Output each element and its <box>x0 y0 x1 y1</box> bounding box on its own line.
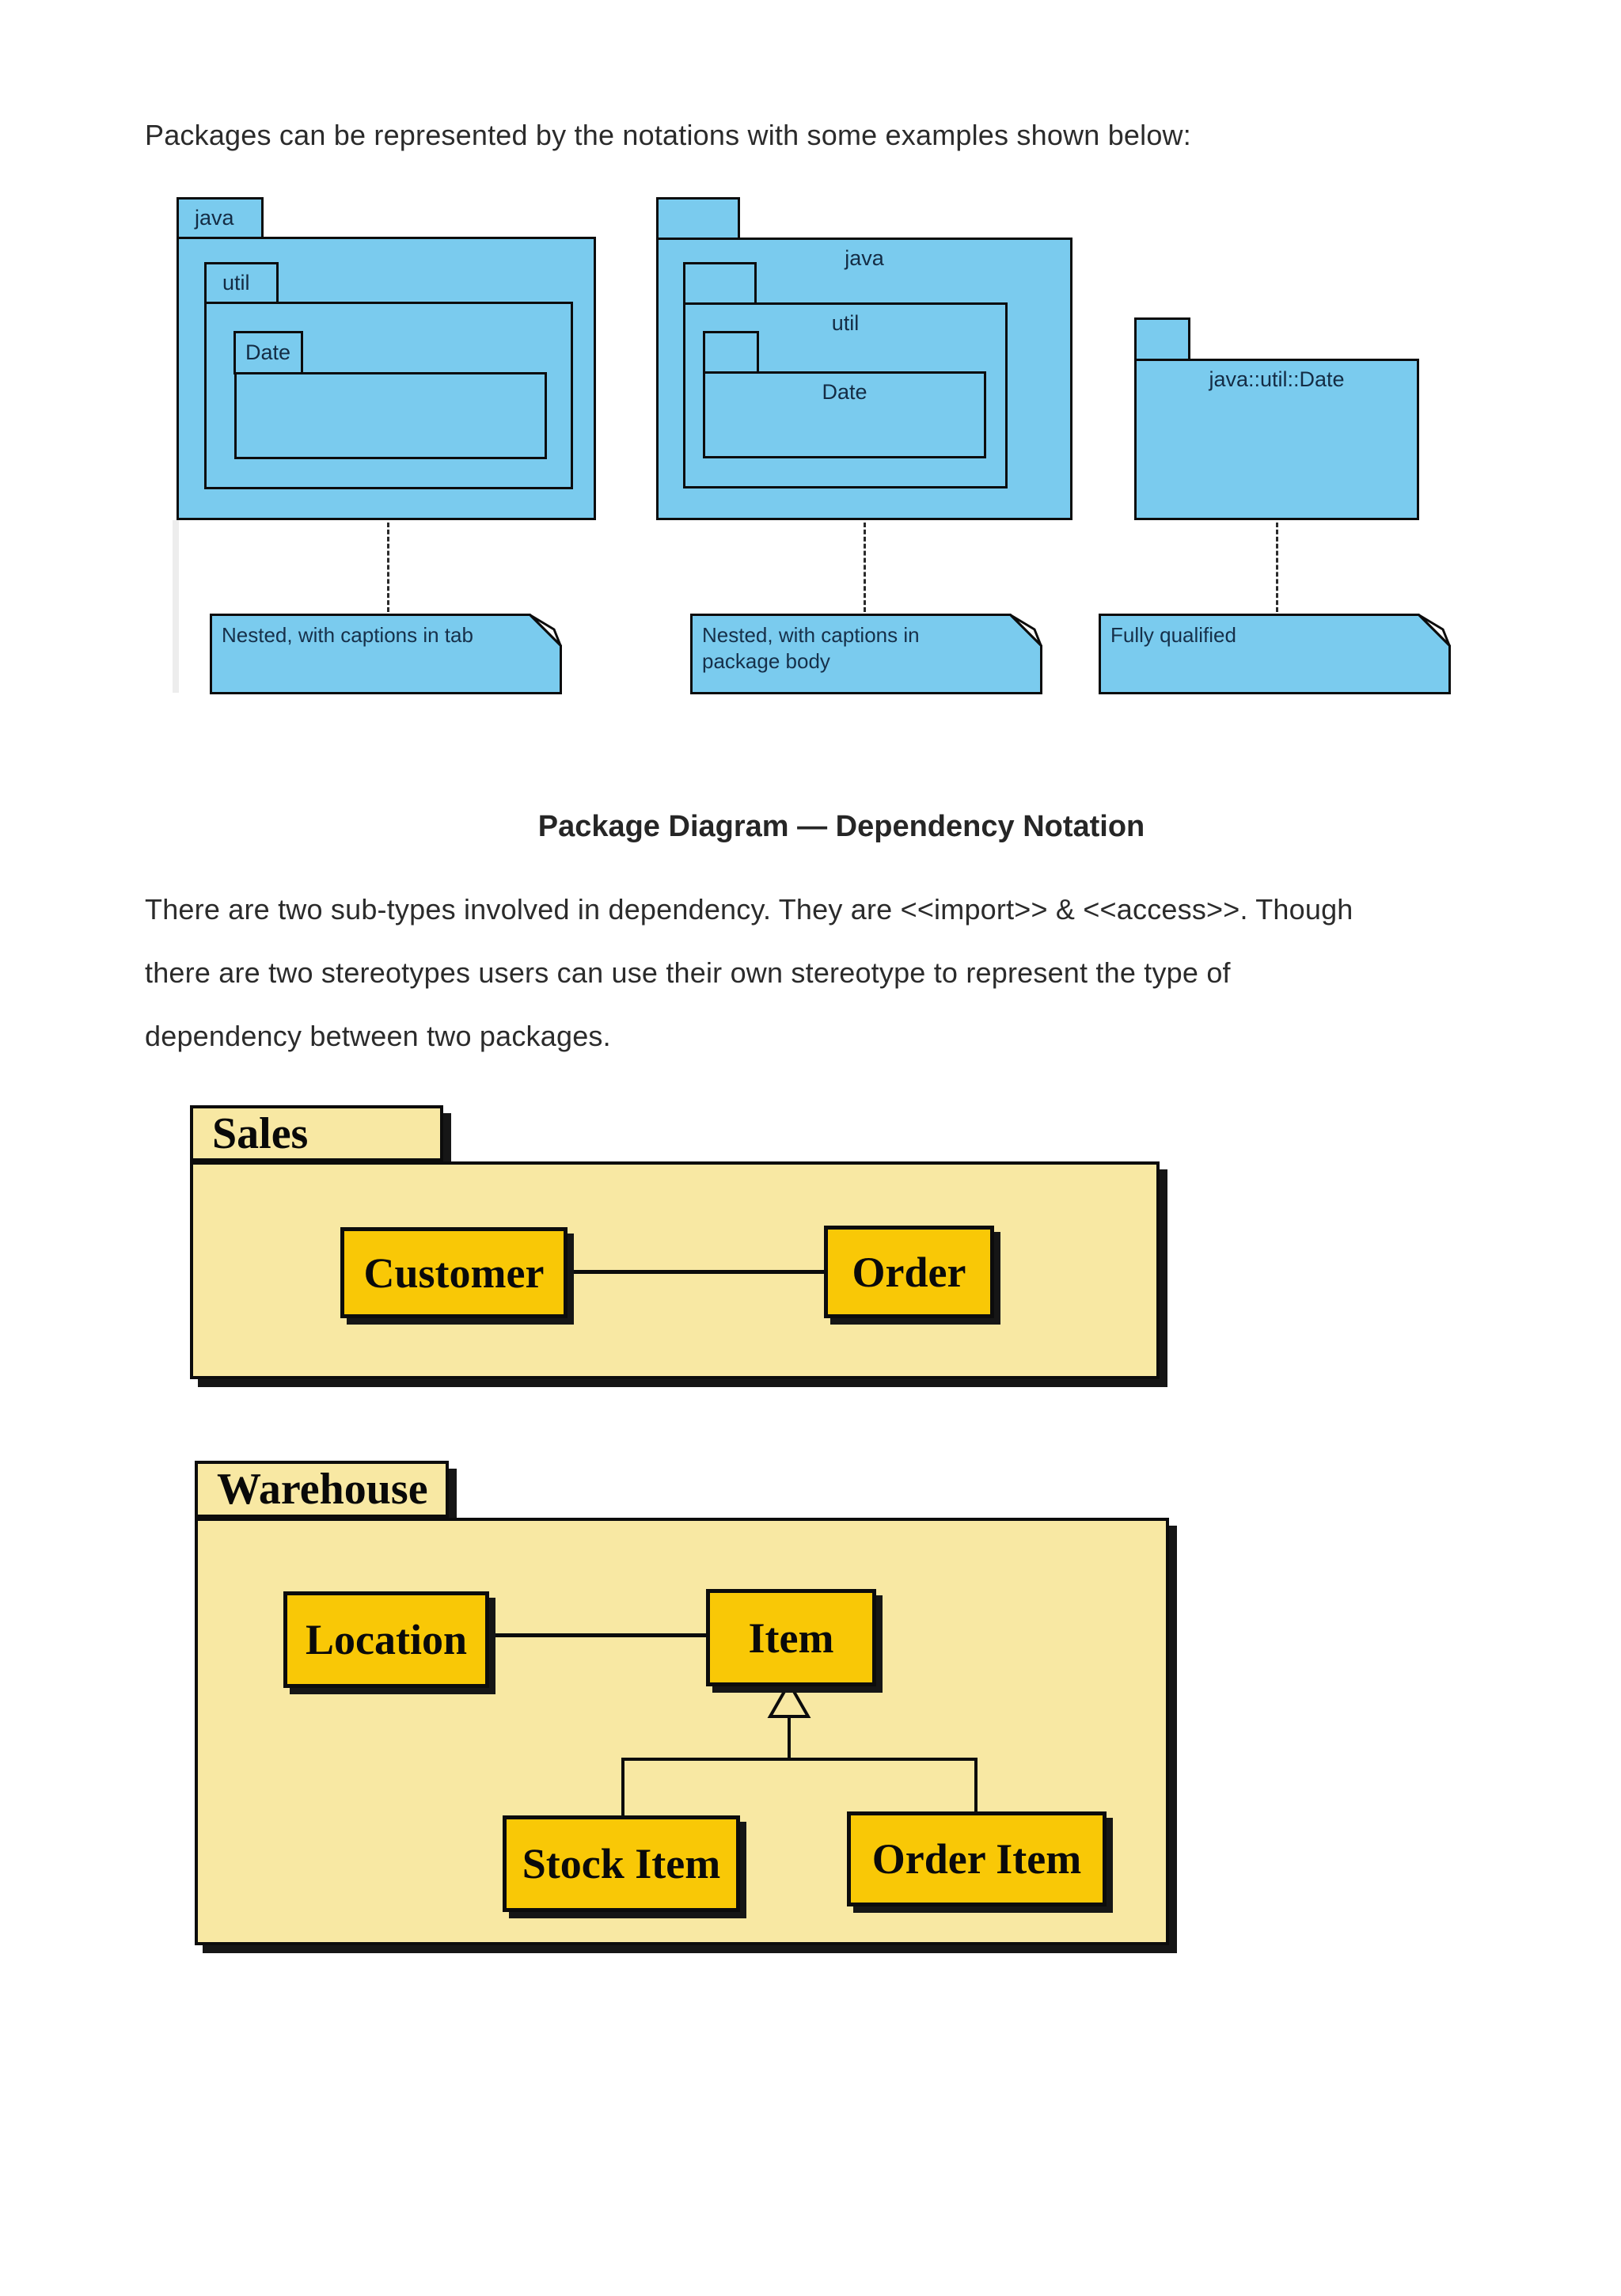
class-tab-date: Date <box>233 331 303 374</box>
class-caption-date: Date <box>822 380 867 404</box>
section-heading: Package Diagram — Dependency Notation <box>537 810 1145 843</box>
class-location: Location <box>283 1591 489 1688</box>
note-line-2: package body <box>702 649 830 673</box>
warehouse-package-tab-label: Warehouse <box>217 1465 428 1514</box>
screenshot-edge-strip <box>173 520 179 693</box>
note-line-1: Nested, with captions in <box>702 623 920 647</box>
package-tab-empty-qualified <box>1134 317 1190 361</box>
note-text: Nested, with captions in tab <box>222 623 473 647</box>
note-text: Nested, with captions in package body <box>693 616 1040 681</box>
class-item-label: Item <box>748 1614 834 1662</box>
class-order-label: Order <box>852 1248 966 1296</box>
package-tab-empty-middle <box>683 262 757 305</box>
order-item-branch-line <box>974 1758 978 1813</box>
note-anchor-line-2 <box>864 523 866 612</box>
package-caption-util: util <box>831 311 860 335</box>
note-fold-corner <box>529 614 562 647</box>
generalization-crossbar <box>621 1758 978 1761</box>
paragraph-line-1: There are two sub-types involved in depe… <box>145 893 1353 926</box>
package-caption-java: java <box>845 246 884 270</box>
location-item-association-line <box>487 1633 708 1637</box>
customer-order-association-line <box>566 1270 827 1274</box>
uml-note-captions-in-body: Nested, with captions in package body <box>690 614 1042 694</box>
class-item: Item <box>706 1589 876 1686</box>
uml-note-fully-qualified: Fully qualified <box>1099 614 1451 694</box>
note-fold-corner <box>1009 614 1042 647</box>
class-order-item: Order Item <box>847 1811 1107 1906</box>
package-tab-java: java <box>177 197 264 239</box>
package-tab-util-label: util <box>222 271 250 295</box>
generalization-stem <box>788 1715 791 1761</box>
class-location-label: Location <box>305 1616 467 1663</box>
note-text: Fully qualified <box>1110 623 1236 647</box>
stock-item-branch-line <box>621 1758 624 1817</box>
generalization-triangle-icon <box>767 1680 811 1718</box>
class-body-date-labeled: Date <box>703 371 986 458</box>
paragraph-line-3: dependency between two packages. <box>145 1020 611 1052</box>
class-order-item-label: Order Item <box>871 1835 1082 1883</box>
intro-text: Packages can be represented by the notat… <box>145 119 1191 151</box>
class-body-date <box>234 372 547 459</box>
package-tab-java-label: java <box>195 206 234 230</box>
uml-note-captions-in-tab: Nested, with captions in tab <box>210 614 562 694</box>
class-order: Order <box>824 1226 994 1318</box>
note-fold-corner <box>1418 614 1451 647</box>
package-tab-util: util <box>204 262 279 304</box>
sales-package-tab-label: Sales <box>212 1108 309 1158</box>
paragraph-line-2: there are two stereotypes users can use … <box>145 956 1231 989</box>
class-customer-label: Customer <box>363 1249 545 1297</box>
package-tab-empty-inner <box>703 331 759 374</box>
class-stock-item: Stock Item <box>503 1815 740 1912</box>
sales-package-tab: Sales <box>190 1105 443 1161</box>
class-customer: Customer <box>340 1227 568 1318</box>
package-body-qualified: java::util::Date <box>1134 359 1419 520</box>
warehouse-package-tab: Warehouse <box>195 1461 449 1518</box>
package-caption-qualified: java::util::Date <box>1209 367 1345 391</box>
note-anchor-line-1 <box>387 523 389 612</box>
note-anchor-line-3 <box>1276 523 1278 612</box>
class-tab-date-label: Date <box>245 340 291 364</box>
package-tab-empty-outer <box>656 197 740 240</box>
class-stock-item-label: Stock Item <box>522 1840 721 1887</box>
